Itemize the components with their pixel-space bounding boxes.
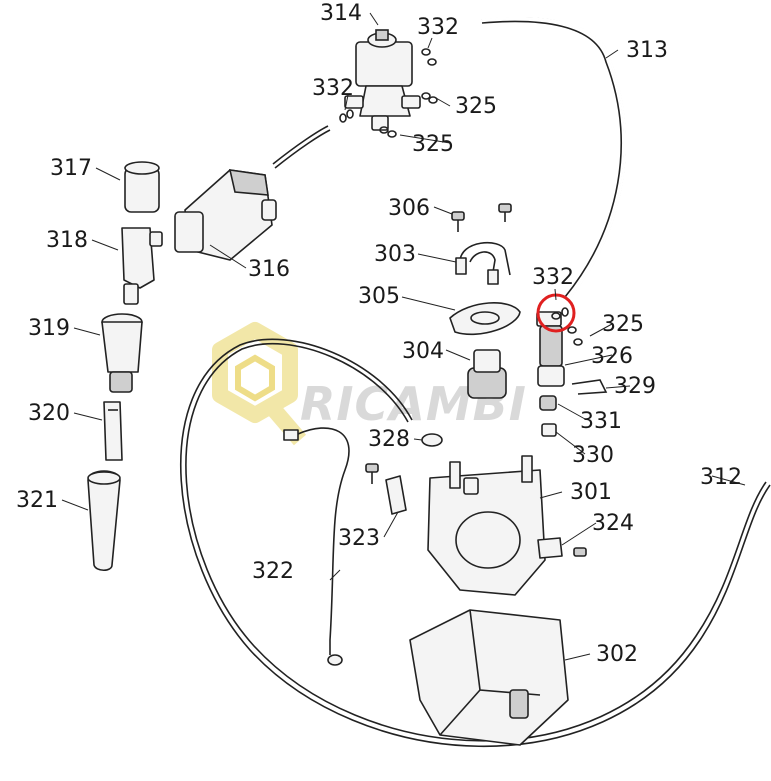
flowmeter-319 [101,313,143,393]
label-332-mid: 332 [312,76,354,101]
label-325-mid: 325 [412,132,454,157]
thermal-fuse-303 [455,242,511,285]
label-318: 318 [46,228,88,253]
label-323: 323 [338,526,380,551]
label-326: 326 [591,344,633,369]
o-rings-325 [567,326,583,346]
label-304: 304 [402,339,444,364]
solenoid-valve-314 [344,29,421,131]
label-312: 312 [700,465,742,490]
label-306: 306 [388,196,430,221]
label-324: 324 [592,511,634,536]
gasket-305 [449,302,521,336]
label-305: 305 [358,284,400,309]
label-325-top: 325 [455,94,497,119]
tube-321 [87,470,121,572]
clip-329 [571,379,608,395]
label-317: 317 [50,156,92,181]
connector-318 [121,227,163,305]
screws-306 [451,203,512,232]
label-316: 316 [248,257,290,282]
o-rings-332-fitting [551,307,569,320]
label-314: 314 [320,1,362,26]
sensor-322 [283,427,350,666]
drip-tray-302 [409,609,569,746]
screw-323 [365,463,407,515]
fitting-326 [536,311,565,387]
seal-330 [541,423,557,437]
hose-312 [179,338,771,748]
pump-316 [174,169,277,261]
label-321: 321 [16,488,58,513]
label-331: 331 [580,409,622,434]
clip-320 [103,401,123,461]
hose-valve-to-pump [272,125,331,169]
label-332-top: 332 [417,15,459,40]
valve-331 [539,395,557,411]
label-330: 330 [572,443,614,468]
heating-element-304 [467,349,507,399]
boiler-301 [427,455,546,596]
label-303: 303 [374,242,416,267]
cap-317 [124,161,160,213]
label-332-highlighted: 332 [532,265,574,290]
o-rings-332-valve [339,48,438,138]
label-329: 329 [614,374,656,399]
leader-lines [61,12,746,661]
label-301: 301 [570,480,612,505]
bracket-324 [537,537,587,559]
watermark-logo [212,322,307,446]
label-320: 320 [28,401,70,426]
label-319: 319 [28,316,70,341]
label-328: 328 [368,427,410,452]
label-313: 313 [626,38,668,63]
hose-313 [481,16,627,301]
label-302: 302 [596,642,638,667]
label-322: 322 [252,559,294,584]
label-325-right: 325 [602,312,644,337]
thermostat-328 [421,433,443,447]
